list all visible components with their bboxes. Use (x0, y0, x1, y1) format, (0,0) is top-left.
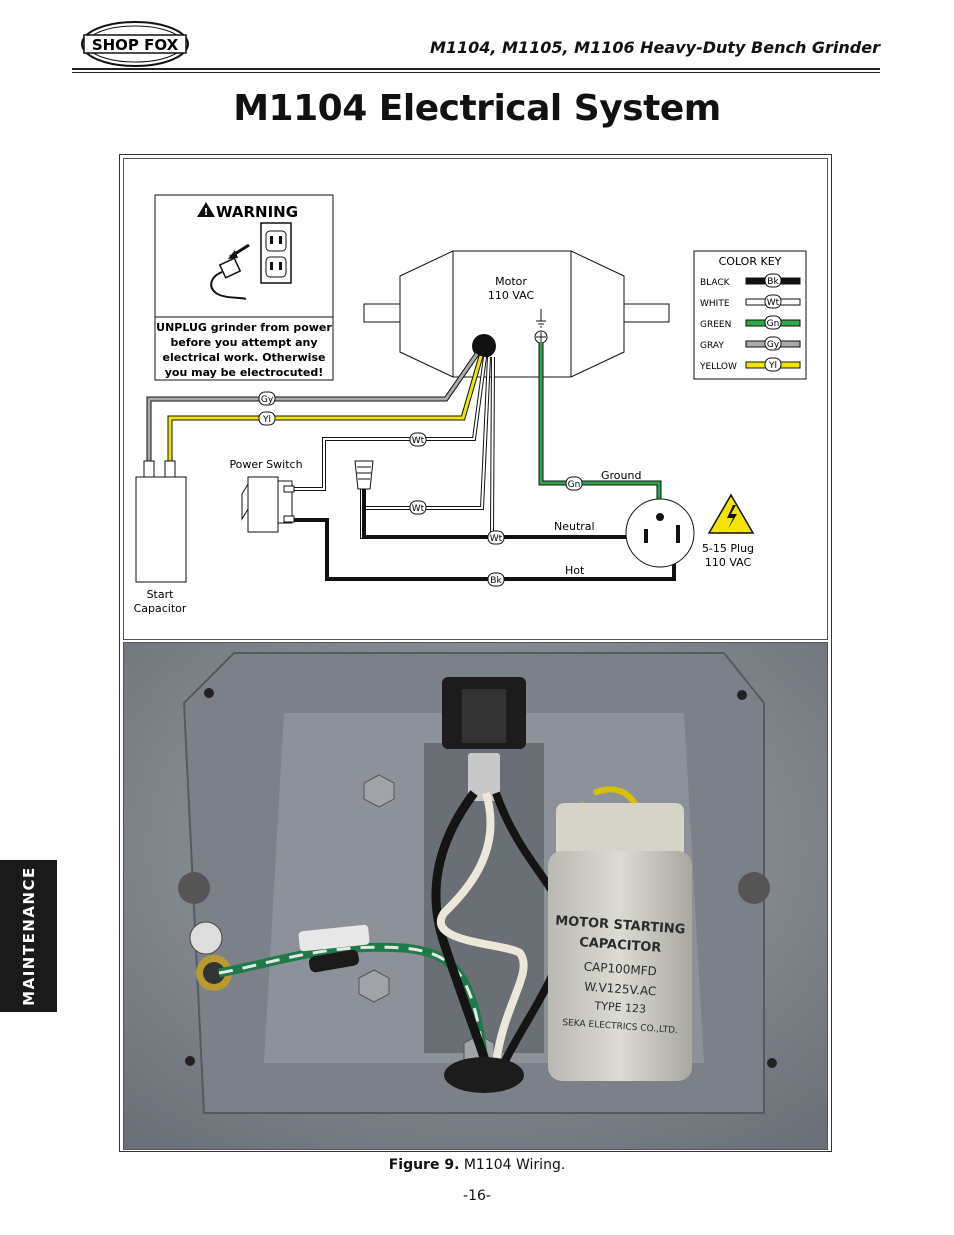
color-key-abbr-yellow: Yl (768, 361, 777, 371)
color-key-abbr-green: Gn (767, 319, 780, 329)
color-key-abbr-white: Wt (767, 298, 780, 308)
figure-caption-label: Figure 9. (388, 1157, 460, 1173)
hot-label: Hot (565, 564, 585, 577)
motor-starting-capacitor: MOTOR STARTING CAPACITOR CAP100MFD W.V12… (548, 803, 692, 1081)
side-tab-label: MAINTENANCE (19, 866, 38, 1006)
gray-wire (147, 353, 479, 464)
power-switch-label: Power Switch (229, 458, 302, 471)
header-rule-thin (72, 72, 880, 73)
document-header-title: M1104, M1105, M1106 Heavy-Duty Bench Gri… (429, 38, 880, 57)
page-number: -16- (463, 1188, 491, 1204)
motor: Motor 110 VAC (363, 250, 670, 378)
capacitor-label-2: Capacitor (134, 602, 187, 615)
svg-text:!: ! (204, 207, 209, 218)
plug-label: 5-15 Plug (702, 542, 754, 555)
logo-text: SHOP FOX (92, 36, 179, 54)
white-wires (292, 356, 495, 539)
header-rule (72, 68, 880, 70)
color-key-name-yellow: YELLOW (699, 362, 737, 372)
ground-label: Ground (601, 469, 641, 482)
capacitor-print-4: W.V125V.AC (584, 980, 657, 999)
warning-triangle-icon (197, 202, 215, 217)
plug-voltage-label: 110 VAC (705, 556, 752, 569)
neutral-label: Neutral (554, 520, 595, 533)
color-key-title: COLOR KEY (719, 255, 782, 268)
color-key-name-gray: GRAY (700, 341, 724, 351)
svg-text:Yl: Yl (262, 415, 271, 425)
ground-terminal-icon (534, 309, 548, 344)
color-key-name-white: WHITE (700, 299, 730, 309)
yellow-wire (168, 355, 483, 464)
warning-line-2: before you attempt any (170, 336, 317, 349)
svg-text:Wt: Wt (490, 534, 503, 544)
motor-label: Motor (495, 275, 527, 288)
color-key-tag-green (764, 315, 782, 330)
wiring-diagram: ! WARNING UNPLUG grinder from power befo… (123, 158, 828, 640)
svg-text:Gn: Gn (568, 480, 581, 490)
power-switch: Power Switch (229, 458, 303, 533)
color-key-tag-black (764, 273, 782, 288)
wire-tags: Gy Yl Wt Wt Wt Gn Bk (258, 391, 583, 587)
page-title: M1104 Electrical System (233, 88, 721, 129)
unplug-outlet-icon (210, 222, 292, 300)
color-key-tag-gray (764, 336, 782, 351)
color-key-abbr-black: Bk (767, 277, 779, 287)
warning-box: ! WARNING UNPLUG grinder from power befo… (154, 194, 334, 381)
shop-fox-logo: SHOP FOX (80, 20, 190, 68)
black-hot-wire (292, 518, 676, 581)
figure-frame (119, 154, 832, 1152)
plug-5-15: 5-15 Plug 110 VAC (625, 493, 755, 569)
wire-nut (354, 460, 374, 490)
color-key-name-green: GREEN (700, 320, 731, 330)
capacitor-label: Start (147, 588, 175, 601)
warning-line-4: you may be electrocuted! (165, 366, 324, 379)
svg-text:Wt: Wt (412, 504, 425, 514)
color-key-tag-white (764, 294, 782, 309)
high-voltage-icon (707, 493, 755, 534)
start-capacitor: Start Capacitor (134, 460, 187, 615)
svg-text:Gy: Gy (261, 395, 274, 405)
motor-voltage-label: 110 VAC (488, 289, 535, 302)
warning-line-3: electrical work. Otherwise (163, 351, 326, 364)
capacitor-print-5: TYPE 123 (593, 999, 646, 1016)
warning-heading: WARNING (216, 203, 298, 221)
section-side-tab: MAINTENANCE (0, 860, 57, 1012)
color-key-tag-yellow (764, 357, 782, 372)
color-key-abbr-gray: Gy (767, 340, 780, 350)
figure-caption: Figure 9. M1104 Wiring. (0, 1157, 954, 1173)
figure-caption-text: M1104 Wiring. (459, 1157, 566, 1173)
motor-terminal-hub (472, 334, 496, 358)
svg-text:Wt: Wt (412, 436, 425, 446)
capacitor-print-2: CAPACITOR (579, 935, 662, 956)
color-key-name-black: BLACK (700, 278, 731, 288)
svg-text:Bk: Bk (490, 576, 502, 586)
warning-line-1: UNPLUG grinder from power (156, 321, 332, 334)
capacitor-print-3: CAP100MFD (583, 959, 657, 978)
wiring-photo: MOTOR STARTING CAPACITOR CAP100MFD W.V12… (123, 642, 828, 1150)
